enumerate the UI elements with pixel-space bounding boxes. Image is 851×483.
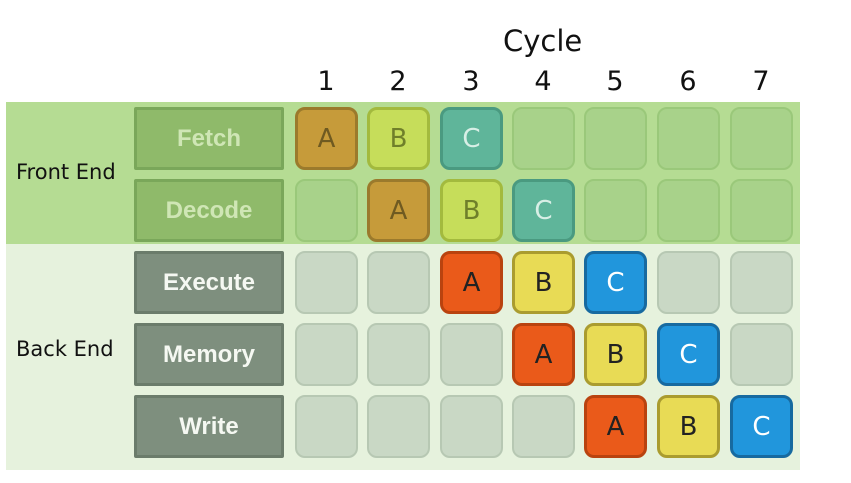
instruction-cell-a: A: [584, 395, 647, 458]
empty-cell: [440, 395, 503, 458]
cycle-number: 4: [534, 66, 552, 97]
instruction-cell-a: A: [295, 107, 358, 170]
empty-cell: [512, 107, 575, 170]
empty-cell: [512, 395, 575, 458]
instruction-cell-c: C: [512, 179, 575, 242]
instruction-cell-b: B: [367, 107, 430, 170]
instruction-cell-c: C: [657, 323, 720, 386]
cycle-number: 5: [606, 66, 624, 97]
instruction-cell-b: B: [440, 179, 503, 242]
empty-cell: [657, 251, 720, 314]
instruction-cell-a: A: [512, 323, 575, 386]
cycle-number: 2: [389, 66, 407, 97]
instruction-cell-c: C: [440, 107, 503, 170]
cycle-number: 6: [679, 66, 697, 97]
empty-cell: [657, 107, 720, 170]
stage-execute: Execute: [134, 251, 284, 314]
instruction-cell-c: C: [584, 251, 647, 314]
empty-cell: [657, 179, 720, 242]
empty-cell: [730, 179, 793, 242]
stage-decode: Decode: [134, 179, 284, 242]
empty-cell: [367, 395, 430, 458]
cycle-number: 1: [317, 66, 335, 97]
empty-cell: [295, 179, 358, 242]
cycle-title: Cycle: [503, 24, 583, 58]
instruction-cell-c: C: [730, 395, 793, 458]
empty-cell: [295, 251, 358, 314]
empty-cell: [730, 251, 793, 314]
empty-cell: [367, 323, 430, 386]
empty-cell: [367, 251, 430, 314]
empty-cell: [584, 179, 647, 242]
stage-memory: Memory: [134, 323, 284, 386]
empty-cell: [730, 107, 793, 170]
back-end-label: Back End: [16, 337, 114, 361]
cycle-number: 7: [752, 66, 770, 97]
instruction-cell-b: B: [584, 323, 647, 386]
instruction-cell-b: B: [512, 251, 575, 314]
stage-fetch: Fetch: [134, 107, 284, 170]
cycle-number: 3: [462, 66, 480, 97]
stage-write: Write: [134, 395, 284, 458]
empty-cell: [730, 323, 793, 386]
instruction-cell-a: A: [367, 179, 430, 242]
empty-cell: [295, 323, 358, 386]
empty-cell: [295, 395, 358, 458]
instruction-cell-a: A: [440, 251, 503, 314]
front-end-label: Front End: [16, 160, 116, 184]
empty-cell: [440, 323, 503, 386]
instruction-cell-b: B: [657, 395, 720, 458]
empty-cell: [584, 107, 647, 170]
